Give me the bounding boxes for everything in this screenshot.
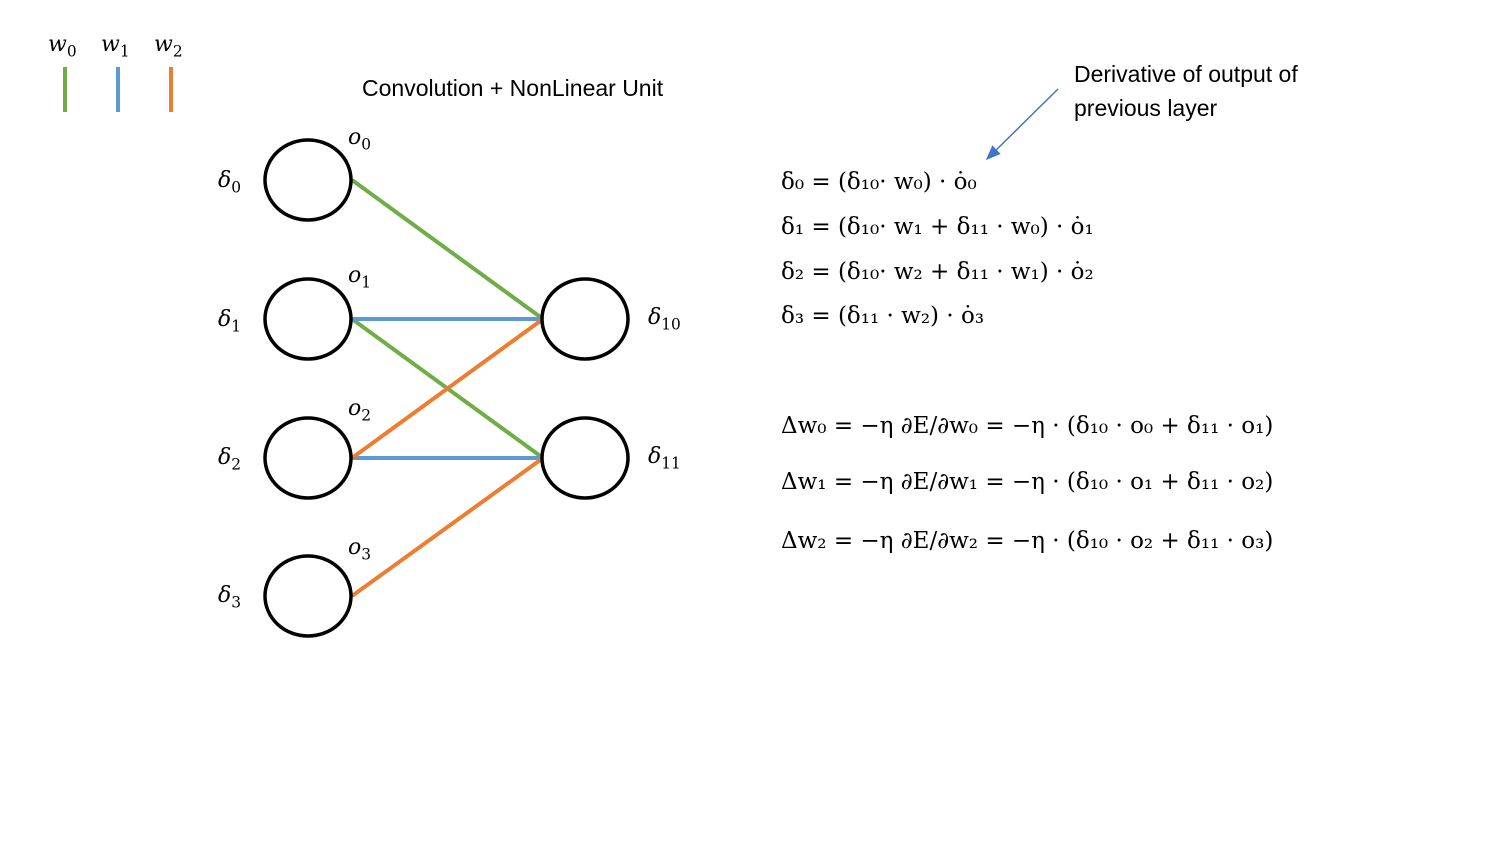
- equation-delta-1: δ₁ = (δ₁₀· w₁ + δ₁₁ · w₀) · ȯ₁: [781, 214, 1094, 240]
- edge-o0-d10-w0: [350, 178, 545, 321]
- node-right-10: [540, 277, 630, 361]
- delta-label-11: δ11: [648, 444, 681, 473]
- delta-label-10: δ10: [648, 305, 681, 334]
- output-label-3: o3: [348, 535, 372, 564]
- delta-label-2: δ2: [218, 445, 242, 474]
- edge-o3-d11-w2: [350, 456, 545, 598]
- node-left-0: [263, 138, 353, 222]
- annotation-arrow: [985, 88, 1059, 161]
- node-left-1: [263, 277, 353, 361]
- equation-delta-3: δ₃ = (δ₁₁ · w₂) · ȯ₃: [781, 303, 985, 329]
- output-label-0: o0: [348, 125, 372, 154]
- output-label-2: o2: [348, 396, 372, 425]
- legend-label-w1: w1: [101, 32, 130, 61]
- diagram-title: Convolution + NonLinear Unit: [362, 75, 664, 101]
- annotation-text: Derivative of output of previous layer: [1074, 57, 1298, 125]
- node-left-2: [263, 416, 353, 500]
- edge-o2-d10-w2: [350, 317, 545, 460]
- legend-label-w2: w2: [154, 32, 183, 61]
- equation-delta-2: δ₂ = (δ₁₀· w₂ + δ₁₁ · w₁) · ȯ₂: [781, 259, 1094, 285]
- output-label-1: o1: [348, 263, 372, 292]
- equation-dw-2: Δw₂ = −η ∂E/∂w₂ = −η · (δ₁₀ · o₂ + δ₁₁ ·…: [781, 528, 1274, 554]
- legend-label-w0: w0: [48, 32, 77, 61]
- node-left-3: [263, 554, 353, 638]
- annotation-line-2: previous layer: [1074, 95, 1218, 121]
- delta-label-0: δ0: [218, 168, 242, 197]
- node-right-11: [540, 416, 630, 500]
- delta-label-3: δ3: [218, 583, 242, 612]
- annotation-line-1: Derivative of output of: [1074, 61, 1298, 87]
- equation-dw-0: Δw₀ = −η ∂E/∂w₀ = −η · (δ₁₀ · o₀ + δ₁₁ ·…: [781, 413, 1274, 439]
- equation-delta-0: δ₀ = (δ₁₀· w₀) · ȯ₀: [781, 169, 977, 195]
- equation-dw-1: Δw₁ = −η ∂E/∂w₁ = −η · (δ₁₀ · o₁ + δ₁₁ ·…: [781, 469, 1274, 495]
- delta-label-1: δ1: [218, 307, 242, 336]
